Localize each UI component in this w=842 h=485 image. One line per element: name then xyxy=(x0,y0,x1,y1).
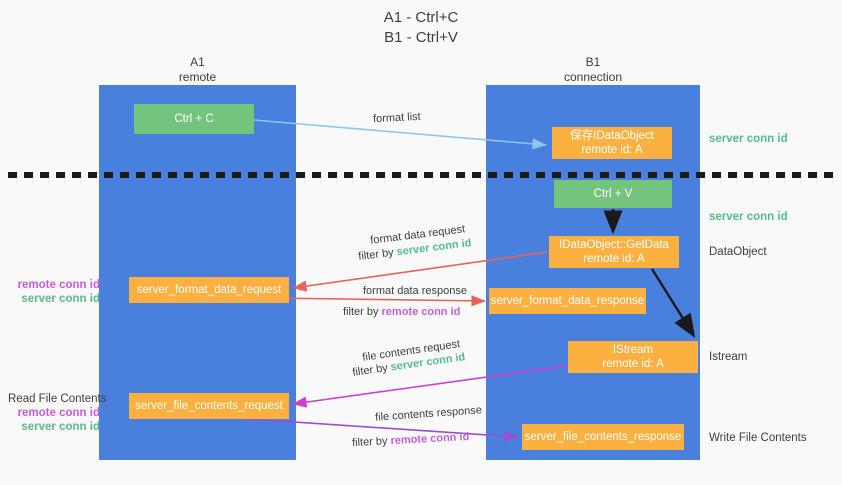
node-ctrl-v[interactable]: Ctrl + V xyxy=(554,180,672,208)
arrow-label-file-contents-response-filter: filter by remote conn id xyxy=(352,430,470,450)
annotation-group-file: Read File Contents remote conn id server… xyxy=(8,392,107,434)
filter-value-remote-conn-id: remote conn id xyxy=(390,430,470,448)
annotation-remote-conn-id-a: remote conn id xyxy=(17,279,100,291)
filter-prefix: filter by xyxy=(351,361,392,379)
annotation-server-conn-id-a: server conn id xyxy=(21,293,100,305)
node-server-file-contents-request-label: server_file_contents_request xyxy=(135,400,283,412)
node-server-format-data-response[interactable]: server_format_data_response xyxy=(489,288,646,314)
annotation-istream: Istream xyxy=(709,351,748,363)
column-a1-role: remote xyxy=(178,70,217,84)
filter-prefix: filter by xyxy=(357,246,398,263)
column-a1-name: A1 xyxy=(190,55,205,69)
node-server-format-data-response-label: server_format_data_response xyxy=(490,295,645,307)
node-ctrl-v-label: Ctrl + V xyxy=(593,188,633,200)
node-server-format-data-request-label: server_format_data_request xyxy=(136,284,282,296)
node-istream[interactable]: IStream remote id: A xyxy=(568,341,698,373)
node-istream-line1: IStream xyxy=(612,344,654,356)
arrow-label-format-list: format list xyxy=(372,110,421,126)
node-save-idataobject-line2: remote id: A xyxy=(581,144,643,156)
annotation-remote-conn-id-b: remote conn id xyxy=(17,407,100,419)
annotation-write-file-contents: Write File Contents xyxy=(709,432,807,444)
node-ctrl-c-label: Ctrl + C xyxy=(174,113,214,125)
node-idataobject-getdata[interactable]: IDataObject::GetData remote id: A xyxy=(549,236,679,268)
title-line-1: A1 - Ctrl+C xyxy=(383,9,459,26)
arrow-label-format-data-response-filter: filter by remote conn id xyxy=(343,305,460,319)
annotation-server-conn-id-b: server conn id xyxy=(21,421,100,433)
node-server-file-contents-response-label: server_file_contents_response xyxy=(524,431,682,443)
title-line-2: B1 - Ctrl+V xyxy=(384,29,458,46)
node-server-format-data-request[interactable]: server_format_data_request xyxy=(129,277,289,303)
arrow-label-format-data-response: format data response xyxy=(363,285,467,297)
node-ctrl-c[interactable]: Ctrl + C xyxy=(134,104,254,134)
column-header-b1: B1 connection xyxy=(486,55,700,85)
arrow-label-file-contents-response: file contents response xyxy=(374,404,483,424)
column-b1-name: B1 xyxy=(585,55,601,69)
node-save-idataobject-line1: 保存IDataObject xyxy=(570,130,654,142)
node-getdata-line1: IDataObject::GetData xyxy=(559,239,669,251)
node-server-file-contents-response[interactable]: server_file_contents_response xyxy=(522,424,684,450)
node-save-idataobject[interactable]: 保存IDataObject remote id: A xyxy=(552,127,672,159)
node-getdata-line2: remote id: A xyxy=(583,253,645,265)
annotation-server-conn-id-mid: server conn id xyxy=(709,211,788,223)
filter-prefix: filter by xyxy=(351,435,391,450)
node-server-file-contents-request[interactable]: server_file_contents_request xyxy=(129,393,289,419)
filter-value-remote-conn-id: remote conn id xyxy=(381,306,461,318)
annotation-server-conn-id-top: server conn id xyxy=(709,133,788,145)
annotation-group-format: remote conn id server conn id xyxy=(10,278,100,306)
annotation-read-file-contents: Read File Contents xyxy=(8,393,107,405)
column-header-a1: A1 remote xyxy=(99,55,296,85)
column-b1-role: connection xyxy=(563,70,623,84)
page-title: A1 - Ctrl+C B1 - Ctrl+V xyxy=(0,8,842,48)
node-istream-line2: remote id: A xyxy=(602,358,664,370)
annotation-dataobject: DataObject xyxy=(709,246,767,258)
filter-prefix: filter by xyxy=(343,306,382,318)
